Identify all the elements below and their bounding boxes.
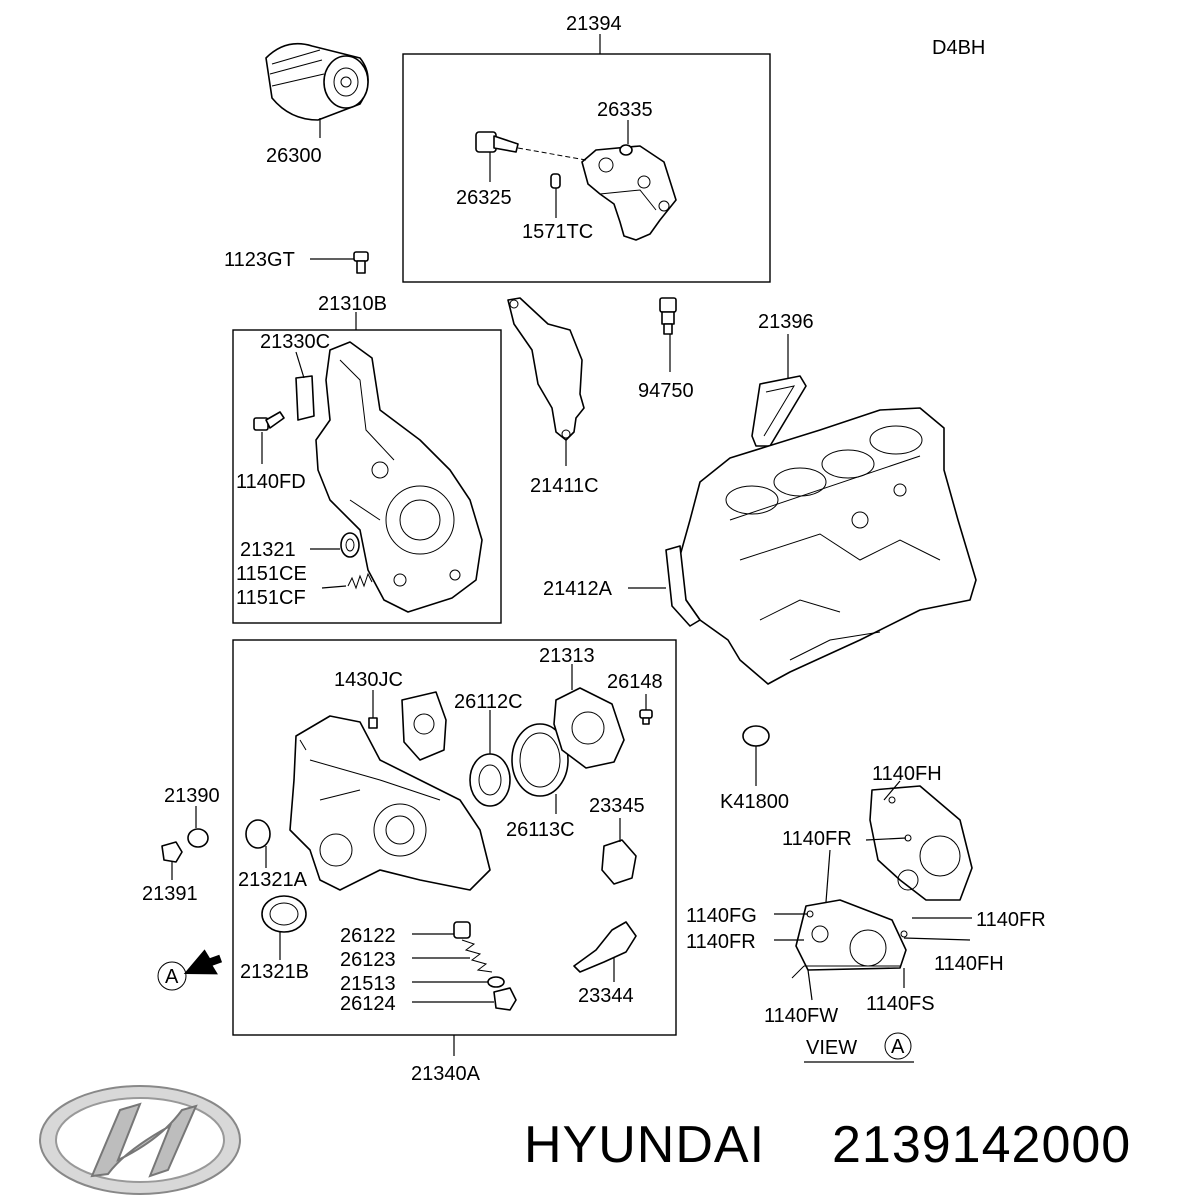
label-21390: 21390 [164,785,220,807]
gear-26113c-part [511,723,569,797]
gasket-21412a-part [665,545,701,627]
label-26124: 26124 [340,993,396,1015]
plug-26124-part [493,987,517,1011]
view-a-pump-part [791,899,908,979]
label-26122: 26122 [340,925,396,947]
screw-26148-part [639,709,653,725]
pump-bolt-26325-part [475,131,587,161]
gasket-21411c-part [507,297,585,441]
label-21330c: 21330C [260,331,330,353]
label-1140fr-b: 1140FR [686,931,756,953]
label-21396: 21396 [758,311,814,333]
label-21411c: 21411C [530,475,599,497]
oil-pressure-switch-part [659,297,677,335]
label-21321a: 21321A [238,869,308,891]
leader-1140fh-a [883,780,901,801]
part-number: 2139142000 [832,1116,1131,1174]
spring-26123-part [461,939,493,973]
view-a-caption: VIEW A [804,1032,914,1063]
label-26148: 26148 [607,671,663,693]
label-21412a: 21412A [543,578,613,600]
label-26123: 26123 [340,949,396,971]
label-1140fg: 1140FG [686,905,757,927]
label-26112c: 26112C [454,691,523,713]
label-21340a: 21340A [411,1063,481,1085]
brand-name: HYUNDAI [524,1116,765,1174]
label-1571tc: 1571TC [522,221,593,243]
label-23345: 23345 [589,795,645,817]
o-ring-k41800-part [742,725,770,747]
plunger-26122-part [453,921,471,939]
label-26113c: 26113C [506,819,575,841]
view-arrow [183,949,223,975]
plug-21391-part [161,841,183,863]
seal-21321b-part [261,895,307,933]
label-21310b: 21310B [318,293,387,315]
oil-filter-part [265,42,369,121]
washer-21513-part [487,976,505,988]
label-23344: 23344 [578,985,634,1007]
pin-1430jc-part [368,717,378,729]
label-1140fh-a: 1140FH [872,763,942,785]
label-21321: 21321 [240,539,296,561]
view-a-cover-part [869,785,973,901]
pin-1571tc-part [550,173,561,189]
label-26335: 26335 [597,99,653,121]
bolt-1140fd-part [253,411,285,431]
timing-cover-part [315,341,483,613]
oil-pump-case-part [289,715,491,891]
relief-cover-1430jc-part [401,691,447,761]
label-26325: 26325 [456,187,512,209]
label-1123gt: 1123GT [224,249,295,271]
oil-pump-assembly-box [402,53,771,283]
view-label: VIEW [806,1037,857,1059]
timing-cover-box [232,329,502,624]
oil-pump-body-part [581,145,677,241]
label-1140fd: 1140FD [236,471,306,493]
leader-1151cf [321,585,347,589]
arrow-marker-circle: A [157,961,187,991]
gasket-21396-part [751,375,807,447]
engine-code: D4BH [932,37,985,59]
label-1140fh-b: 1140FH [934,953,1004,975]
o-ring-26335-part [619,144,633,156]
shaft-23344-part [573,921,637,973]
label-21391: 21391 [142,883,198,905]
label-1151cf: 1151CF [236,587,306,609]
label-26300: 26300 [266,145,322,167]
spring-1151ce-part [347,572,373,590]
leader-1140fh-b [903,937,971,941]
label-21321b: 21321B [240,961,309,983]
label-94750: 94750 [638,380,694,402]
gear-23345-part [601,839,637,885]
leader-1140fr-a2 [865,837,907,841]
seal-21321a-part [245,819,271,849]
label-21513: 21513 [340,973,396,995]
bracket-21330c-part [295,375,315,421]
label-1140fs: 1140FS [866,993,935,1015]
hyundai-logo [39,1085,241,1195]
label-1140fr-a: 1140FR [782,828,852,850]
label-21313: 21313 [539,645,595,667]
cover-21313-part [553,687,625,769]
leader-1140fr-a [825,849,831,903]
label-1140fr-c: 1140FR [976,909,1046,931]
gear-26112c-part [469,753,511,807]
leader-21330c [295,351,305,379]
label-1430jc: 1430JC [334,669,403,691]
cylinder-block-part [675,407,977,685]
label-k41800: K41800 [720,791,789,813]
leader-1140fw [807,969,813,1001]
label-1140fw: 1140FW [764,1005,838,1027]
seal-21321-part [340,532,360,558]
view-marker: A [891,1036,905,1058]
bolt-1123gt-part [353,251,369,274]
label-1151ce: 1151CE [236,563,307,585]
label-21394: 21394 [566,13,622,35]
gasket-21390-part [187,828,209,848]
arrow-marker: A [165,966,179,988]
